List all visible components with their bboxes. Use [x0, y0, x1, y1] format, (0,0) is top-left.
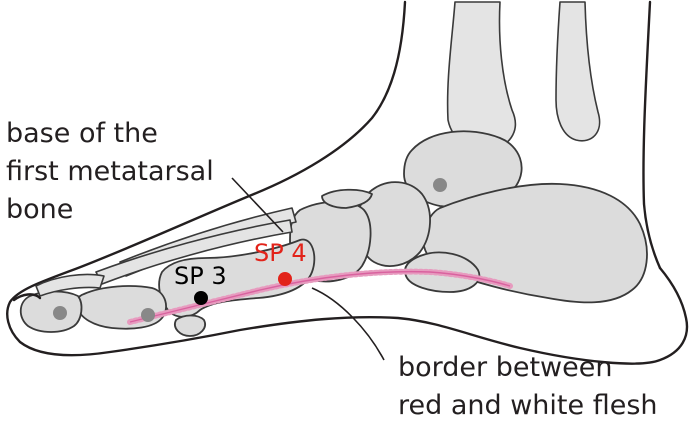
fibula-bone	[555, 1, 601, 142]
toe-joint-dot	[141, 308, 155, 322]
toe-tip-dot	[53, 306, 67, 320]
base-metatarsal-leader-line	[231, 177, 284, 233]
distal-phalanx-bone	[19, 290, 83, 333]
proximal-phalanx-bone	[76, 285, 167, 330]
base-metatarsal-label-line3: bone	[6, 194, 73, 225]
flesh-border-label-line2: red and white flesh	[398, 390, 658, 421]
toenail-outline	[12, 293, 42, 302]
intermediate-cuneiform-bone	[321, 188, 373, 209]
foot-skin-outline	[6, 0, 689, 365]
flesh-border-leader-line	[311, 287, 385, 361]
sp3-point-marker	[194, 291, 208, 305]
sp4-label: SP 4	[254, 239, 307, 267]
heel-back-outline	[642, 0, 662, 270]
ankle-joint-dot	[433, 178, 447, 192]
flesh-border-core-line	[129, 270, 511, 323]
sp4-point-marker	[278, 272, 292, 286]
base-metatarsal-label-line1: base of the	[6, 118, 158, 149]
lesser-toe-phalanges	[35, 273, 105, 297]
lateral-metatarsal-3	[95, 219, 293, 285]
sp3-label: SP 3	[174, 262, 227, 290]
tibia-bone	[446, 1, 517, 151]
flesh-border-label-line1: border between	[398, 352, 612, 383]
sesamoid-bone	[174, 314, 206, 337]
base-metatarsal-label-line2: first metatarsal	[6, 156, 214, 187]
